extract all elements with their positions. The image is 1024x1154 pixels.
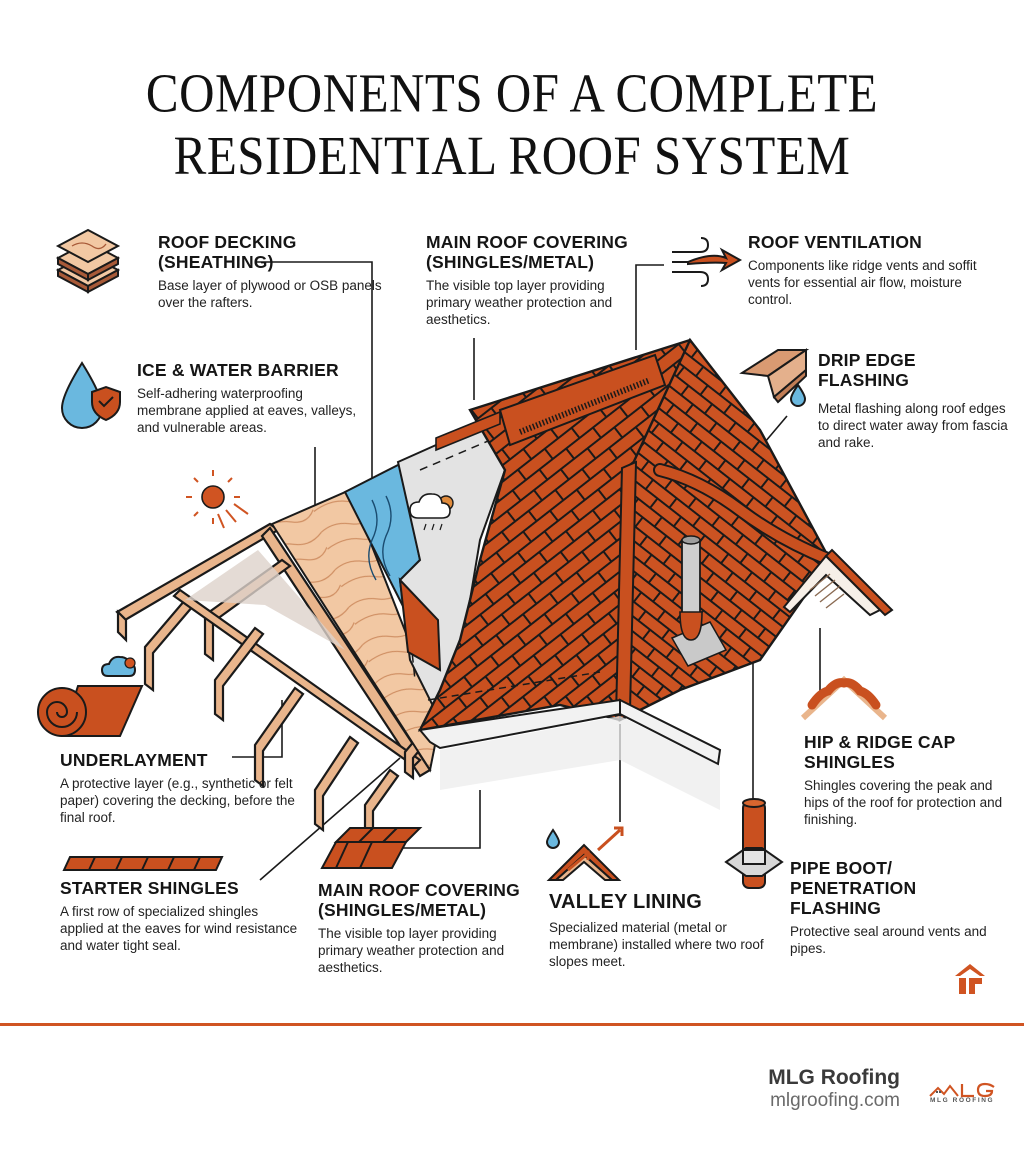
starter-shingles-heading: STARTER SHINGLES xyxy=(60,878,239,898)
mlg-logo-subtext: MLG ROOFING xyxy=(930,1097,995,1104)
roof-decking-description: Base layer of plywood or OSB panels over… xyxy=(158,278,382,310)
label-roof-ventilation: ROOF VENTILATION Components like ridge v… xyxy=(748,232,998,308)
label-ice-water-barrier: ICE & WATER BARRIER Self-adhering waterp… xyxy=(137,360,367,436)
main-roof-covering-top-description: The visible top layer providing primary … xyxy=(426,278,613,327)
drip-edge-icon xyxy=(739,348,810,407)
footer-brand: MLG Roofing mlgroofing.com xyxy=(768,1066,900,1112)
drip-edge-heading: DRIP EDGE FLASHING xyxy=(818,350,916,390)
sun-icon xyxy=(186,470,249,529)
roof-ventilation-heading: ROOF VENTILATION xyxy=(748,232,922,252)
valley-arrows-icon xyxy=(545,826,624,881)
shingle-tiles-icon xyxy=(320,827,423,869)
drip-edge-description: Metal flashing along roof edges to direc… xyxy=(818,401,1008,450)
water-drop-shield-icon xyxy=(60,361,121,429)
label-pipe-boot: PIPE BOOT/ PENETRATION FLASHING Protecti… xyxy=(790,858,1000,957)
hip-ridge-heading: HIP & RIDGE CAP SHINGLES xyxy=(804,732,956,772)
hip-ridge-description: Shingles covering the peak and hips of t… xyxy=(804,778,1003,827)
cloud-sun-icon xyxy=(409,493,454,531)
vent-pipe xyxy=(670,535,728,667)
label-main-roof-covering-bottom: MAIN ROOF COVERING (SHINGLES/METAL) The … xyxy=(318,880,538,976)
roof-logo-icon xyxy=(955,964,985,994)
label-main-roof-covering-top: MAIN ROOF COVERING (SHINGLES/METAL) The … xyxy=(426,232,646,328)
label-drip-edge-flashing: DRIP EDGE FLASHING Metal flashing along … xyxy=(818,350,1008,451)
stacked-plywood-icon xyxy=(55,228,121,294)
label-roof-decking: ROOF DECKING (SHEATHING) Base layer of p… xyxy=(158,232,398,311)
pipe-boot-icon xyxy=(724,798,784,889)
ridge-vent xyxy=(498,353,667,447)
title-line-2: RESIDENTIAL ROOF SYSTEM xyxy=(173,124,851,187)
pipe-boot-description: Protective seal around vents and pipes. xyxy=(790,924,987,956)
label-valley-lining: VALLEY LINING Specialized material (meta… xyxy=(549,890,769,970)
valley-lining-description: Specialized material (metal or membrane)… xyxy=(549,920,764,969)
roof-decking-heading: ROOF DECKING (SHEATHING) xyxy=(158,232,297,272)
airflow-arrow-icon xyxy=(672,237,743,287)
brand-website[interactable]: mlgroofing.com xyxy=(770,1090,900,1111)
label-underlayment: UNDERLAYMENT A protective layer (e.g., s… xyxy=(60,750,300,826)
footer-divider xyxy=(0,1023,1024,1026)
leader-lines xyxy=(232,261,821,881)
brand-name: MLG Roofing xyxy=(768,1066,900,1089)
title-line-1: COMPONENTS OF A COMPLETE xyxy=(145,62,879,124)
label-hip-ridge-cap: HIP & RIDGE CAP SHINGLES Shingles coveri… xyxy=(804,732,1004,828)
ice-water-barrier-description: Self-adhering waterproofing membrane app… xyxy=(137,386,357,435)
underlayment-heading: UNDERLAYMENT xyxy=(60,750,208,770)
ridge-cap-icon xyxy=(800,675,888,721)
pipe-boot-heading: PIPE BOOT/ PENETRATION FLASHING xyxy=(790,858,917,918)
gutter-left xyxy=(418,698,621,750)
main-roof-covering-bottom-description: The visible top layer providing primary … xyxy=(318,926,505,975)
label-starter-shingles: STARTER SHINGLES A first row of speciali… xyxy=(60,878,300,954)
starter-shingles-description: A first row of specialized shingles appl… xyxy=(60,904,298,953)
underlayment-description: A protective layer (e.g., synthetic or f… xyxy=(60,776,295,825)
gutter-right xyxy=(619,698,722,766)
rafters xyxy=(115,522,432,843)
mlg-logo-icon xyxy=(929,1082,995,1098)
ice-water-barrier-heading: ICE & WATER BARRIER xyxy=(137,360,339,380)
main-roof-covering-top-heading: MAIN ROOF COVERING (SHINGLES/METAL) xyxy=(426,232,628,272)
underlayment-roll-icon xyxy=(37,655,144,737)
page-title: COMPONENTS OF A COMPLETE RESIDENTIAL ROO… xyxy=(0,62,1024,187)
starter-strip-icon xyxy=(62,856,224,871)
valley-lining-heading: VALLEY LINING xyxy=(549,891,702,913)
roof-ventilation-description: Components like ridge vents and soffit v… xyxy=(748,258,977,307)
main-roof-covering-bottom-heading: MAIN ROOF COVERING (SHINGLES/METAL) xyxy=(318,880,520,920)
